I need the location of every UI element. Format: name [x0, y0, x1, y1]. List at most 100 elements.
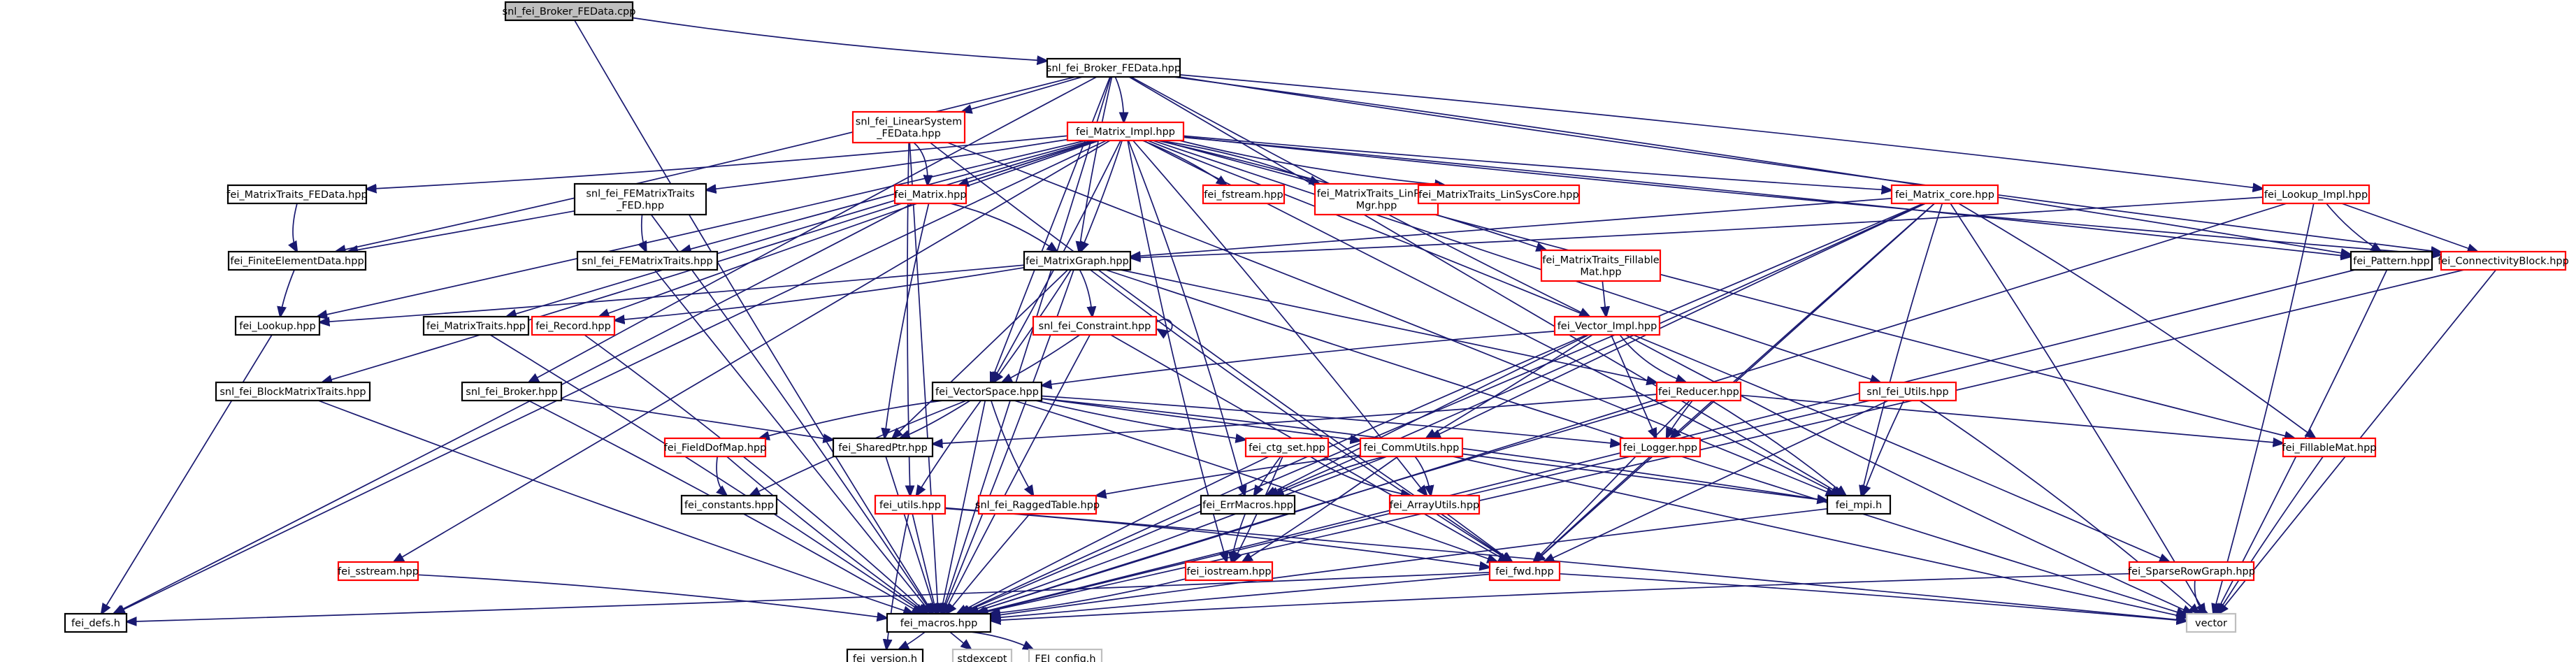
- node-feiMatrix[interactable]: fei_Matrix.hpp: [893, 184, 967, 205]
- node-box: [1417, 184, 1581, 205]
- node-logger[interactable]: fei_Logger.hpp: [1619, 437, 1701, 458]
- edge-blockMT-to-macros: [317, 400, 913, 614]
- node-box: [931, 381, 1043, 402]
- node-box: [531, 315, 616, 336]
- node-arrayUtils[interactable]: fei_ArrayUtils.hpp: [1388, 494, 1481, 515]
- node-lookup[interactable]: fei_Lookup.hpp: [234, 315, 321, 336]
- edge-commUtils-to-arrayUtils: [1414, 456, 1431, 496]
- edge-ctgSet-to-macros: [957, 456, 1269, 614]
- node-broker[interactable]: snl_fei_Broker.hpp: [461, 381, 563, 402]
- edge-root-to-brokerFEData: [632, 17, 1047, 62]
- edge-vectorSpace-to-ctgSet: [1035, 400, 1246, 440]
- edge-ctgSet-to-arrayUtils: [1310, 456, 1411, 496]
- node-label: fei_Vector_Impl.hpp: [1557, 321, 1657, 332]
- edge-matrixGraph-to-macros: [942, 269, 1074, 614]
- node-fillableMat[interactable]: fei_FillableMat.hpp: [2282, 437, 2377, 458]
- node-linSys[interactable]: snl_fei_LinearSystem_FEData.hpp: [851, 110, 966, 144]
- node-mtFEData[interactable]: fei_MatrixTraits_FEData.hpp: [226, 184, 368, 205]
- node-utils[interactable]: fei_utils.hpp: [874, 494, 947, 515]
- node-iostream[interactable]: fei_iostream.hpp: [1184, 561, 1274, 582]
- edge-macros-to-stdexcept: [949, 631, 971, 649]
- node-box: [951, 648, 1013, 662]
- node-defs[interactable]: fei_defs.h: [64, 612, 128, 633]
- node-reducer[interactable]: fei_Reducer.hpp: [1655, 381, 1742, 402]
- node-matrixGraph[interactable]: fei_MatrixGraph.hpp: [1023, 250, 1132, 271]
- edge-matrixImpl-to-feMatrixTraitsFED: [706, 138, 1068, 190]
- node-box: [2185, 612, 2237, 633]
- node-version[interactable]: fei_version.h: [846, 648, 924, 662]
- node-raggedTable[interactable]: snl_fei_RaggedTable.hpp: [975, 494, 1100, 515]
- edge-matrixCore-to-commUtils: [1430, 203, 1926, 438]
- node-box: [893, 184, 967, 205]
- node-label: snl_fei_Broker_FEData.hpp: [1046, 63, 1181, 74]
- edge-matrixCore-to-vector: [1950, 203, 2206, 614]
- node-pattern[interactable]: fei_Pattern.hpp: [2350, 250, 2433, 271]
- node-connBlock[interactable]: fei_ConnectivityBlock.hpp: [2438, 250, 2569, 271]
- edge-feiMatrix-to-defs: [113, 203, 914, 614]
- node-label: fei_Record.hpp: [535, 321, 611, 332]
- node-matrixTraits[interactable]: fei_MatrixTraits.hpp: [422, 315, 530, 336]
- node-errMacros[interactable]: fei_ErrMacros.hpp: [1200, 494, 1296, 515]
- node-snlUtils[interactable]: snl_fei_Utils.hpp: [1858, 381, 1957, 402]
- edge-brokerFEData-to-pattern: [1173, 76, 2351, 254]
- edge-linSys-to-feiMatrix: [913, 142, 928, 185]
- node-label: fei_Lookup.hpp: [239, 321, 315, 332]
- node-label: fei_FillableMat.hpp: [2282, 442, 2376, 454]
- edges-layer: [101, 17, 2497, 650]
- node-label: fei_MatrixTraits_Fillable: [1542, 255, 1660, 266]
- edge-root-to-macros: [574, 20, 933, 614]
- node-feMatrixTraits[interactable]: snl_fei_FEMatrixTraits.hpp: [576, 250, 719, 271]
- edge-reducer-to-fillableMat: [1740, 394, 2283, 443]
- edge-brokerFEData-to-lookupImpl: [1179, 74, 2263, 189]
- node-fwd[interactable]: fei_fwd.hpp: [1488, 561, 1561, 582]
- edge-commUtils-to-raggedTable: [1096, 454, 1361, 496]
- node-box: [1388, 494, 1481, 515]
- edge-feMatrixTraits-to-macros: [654, 269, 932, 614]
- node-brokerFEData[interactable]: snl_fei_Broker_FEData.hpp: [1046, 57, 1181, 78]
- edge-sharedPtr-to-macros: [885, 456, 936, 614]
- node-fstream[interactable]: fei_fstream.hpp: [1202, 184, 1286, 205]
- node-box: [1032, 315, 1158, 336]
- edge-matrixGraph-to-reducer: [1120, 269, 1657, 382]
- edge-commUtils-to-vector: [1453, 456, 2187, 617]
- node-vectorImpl[interactable]: fei_Vector_Impl.hpp: [1553, 315, 1661, 336]
- node-constraint[interactable]: snl_fei_Constraint.hpp: [1032, 315, 1158, 336]
- node-mtFillable[interactable]: fei_MatrixTraits_FillableMat.hpp: [1540, 249, 1662, 282]
- edge-brokerFEData-to-broker: [528, 76, 1098, 382]
- node-fieldDof[interactable]: fei_FieldDofMap.hpp: [664, 437, 767, 458]
- edge-utils-to-version: [886, 513, 909, 649]
- edge-brokerFEData-to-macros: [942, 76, 1111, 614]
- node-lookupImpl[interactable]: fei_Lookup_Impl.hpp: [2261, 184, 2370, 205]
- edge-utils-to-macros: [912, 513, 937, 614]
- node-vectorSpace[interactable]: fei_VectorSpace.hpp: [931, 381, 1043, 402]
- node-mpi[interactable]: fei_mpi.h: [1826, 494, 1892, 515]
- node-commUtils[interactable]: fei_CommUtils.hpp: [1359, 437, 1464, 458]
- node-ctgSet[interactable]: fei_ctg_set.hpp: [1244, 437, 1330, 458]
- node-matrixCore[interactable]: fei_Matrix_core.hpp: [1890, 184, 1999, 205]
- node-label: Mgr.hpp: [1356, 201, 1397, 212]
- edge-feMatrixTraitsFED-to-feMatrixTraits: [642, 214, 647, 252]
- node-mtLinSysCore[interactable]: fei_MatrixTraits_LinSysCore.hpp: [1417, 184, 1581, 205]
- edge-constraint-to-vectorSpace: [1002, 334, 1081, 382]
- node-feMatrixTraitsFED[interactable]: snl_fei_FEMatrixTraits_FED.hpp: [573, 182, 707, 216]
- node-label: fei_MatrixGraph.hpp: [1026, 256, 1129, 267]
- node-sparseRowGraph[interactable]: fei_SparseRowGraph.hpp: [2128, 561, 2255, 582]
- node-feData[interactable]: fei_FiniteElementData.hpp: [227, 250, 367, 271]
- node-constants[interactable]: fei_constants.hpp: [680, 494, 778, 515]
- node-record[interactable]: fei_Record.hpp: [531, 315, 616, 336]
- node-sharedPtr[interactable]: fei_SharedPtr.hpp: [832, 437, 934, 458]
- edge-vectorImpl-to-reducer: [1619, 334, 1686, 382]
- node-label: _FED.hpp: [616, 201, 664, 212]
- edge-reducer-to-macros: [969, 400, 1669, 614]
- node-macros[interactable]: fei_macros.hpp: [886, 612, 992, 633]
- edge-linSys-to-macros: [909, 142, 938, 614]
- node-blockMT[interactable]: snl_fei_BlockMatrixTraits.hpp: [215, 381, 371, 402]
- node-label: snl_fei_FEMatrixTraits.hpp: [582, 256, 713, 267]
- node-matrixImpl[interactable]: fei_Matrix_Impl.hpp: [1066, 121, 1185, 142]
- edge-iostream-to-macros: [990, 578, 1186, 614]
- node-sstream[interactable]: fei_sstream.hpp: [337, 561, 419, 582]
- node-box: [1540, 249, 1662, 282]
- node-root[interactable]: snl_fei_Broker_FEData.cpp: [503, 1, 636, 22]
